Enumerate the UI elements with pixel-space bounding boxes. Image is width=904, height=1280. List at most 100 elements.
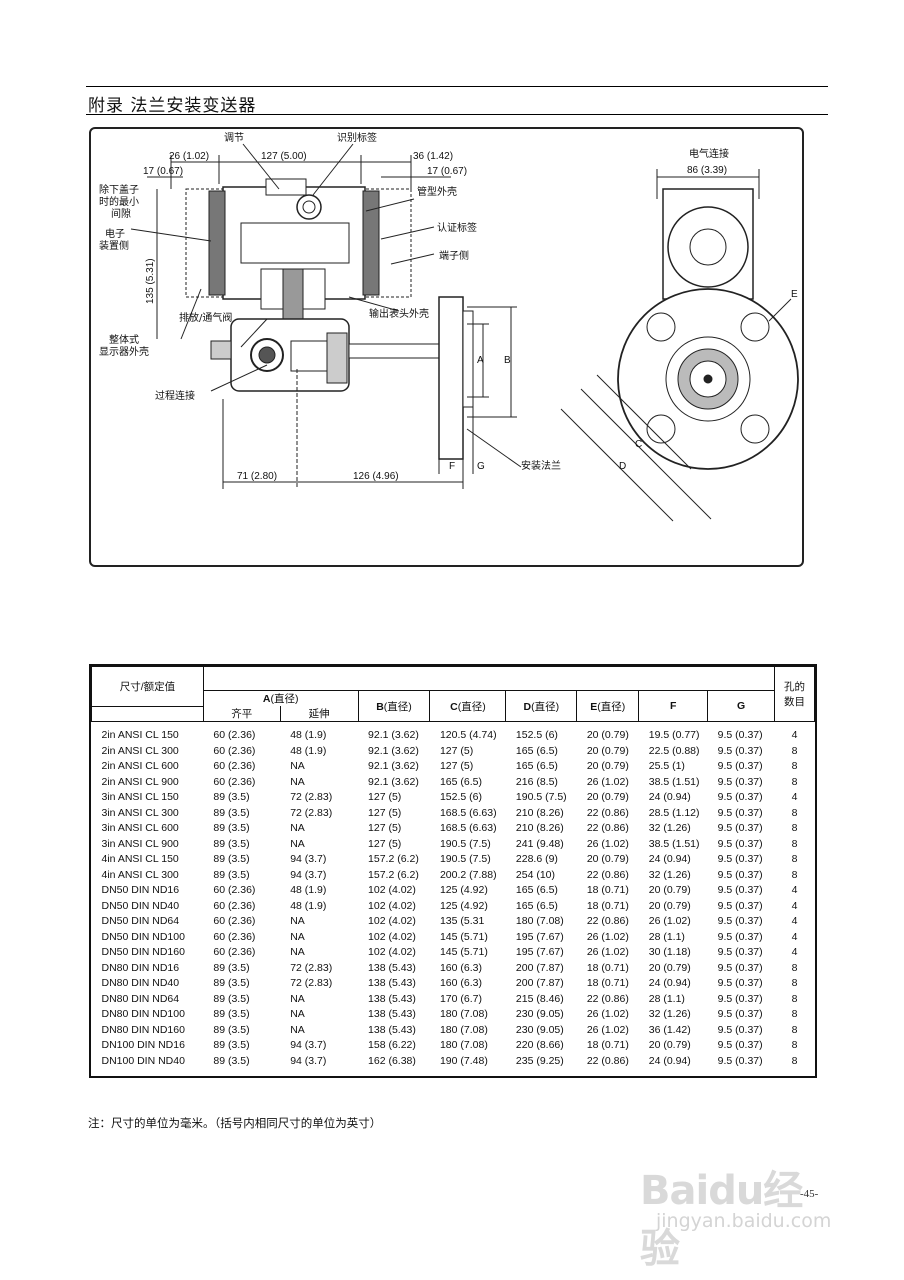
label-cover-2: 时的最小 [99, 195, 139, 208]
table-cell: 160 (6.3) [439, 977, 482, 990]
table-cell: 26 (1.02) [586, 1023, 629, 1036]
table-cell: DN100 DIN ND40 [101, 1054, 185, 1067]
table-cell: 20 (0.79) [648, 899, 691, 912]
table-cell: DN50 DIN ND40 [101, 899, 180, 912]
table-cell: 60 (2.36) [213, 729, 256, 742]
table-cell: 22 (0.86) [586, 868, 629, 881]
table-cell: 89 (3.5) [213, 853, 250, 866]
table-cell: 230 (9.05) [515, 1008, 564, 1021]
table-cell: 160 (6.3) [439, 961, 482, 974]
table-cell: 22.5 (0.88) [648, 744, 700, 757]
label-cover-1: 除下盖子 [99, 183, 139, 196]
table-cell: 89 (3.5) [213, 806, 250, 819]
table-cell: 26 (1.02) [648, 915, 691, 928]
table-cell: 102 (4.02) [368, 946, 416, 959]
table-cell: 18 (0.71) [586, 977, 629, 990]
table-cell: 26 (1.02) [586, 837, 629, 850]
table-cell: 92.1 (3.62) [368, 760, 419, 773]
table-cell: NA [290, 837, 305, 850]
table-cell: 89 (3.5) [213, 1023, 250, 1036]
table-cell: 9.5 (0.37) [717, 822, 763, 835]
table-cell: 3in ANSI CL 300 [101, 806, 179, 819]
table-cell: 60 (2.36) [213, 884, 256, 897]
table-cell: 145 (5.71) [439, 946, 488, 959]
label-id-tag: 识别标签 [337, 131, 377, 144]
table-cell: 18 (0.71) [586, 961, 629, 974]
table-cell: 3in ANSI CL 150 [101, 791, 179, 804]
header-flat: 齐平 [202, 706, 281, 722]
header-rule-top [86, 86, 828, 87]
table-cell: 89 (3.5) [213, 837, 250, 850]
table-cell: 9.5 (0.37) [717, 961, 763, 974]
table-cell: 165 (6.5) [515, 884, 558, 897]
dim-26: 26 (1.02) [169, 151, 209, 162]
table-cell: 210 (8.26) [515, 806, 564, 819]
table-cell: 168.5 (6.63) [439, 806, 497, 819]
table-cell: 145 (5.71) [439, 930, 488, 943]
table-cell: DN80 DIN ND64 [101, 992, 180, 1005]
table-cell: NA [290, 992, 305, 1005]
table-cell: 48 (1.9) [290, 744, 327, 757]
table-cell: 38.5 (1.51) [648, 837, 700, 850]
label-flange: 安装法兰 [521, 459, 561, 472]
table-cell: 60 (2.36) [213, 760, 256, 773]
table-cell: 235 (9.25) [515, 1054, 564, 1067]
dim-17-left: 17 (0.67) [143, 166, 183, 177]
page-number: -45- [800, 1188, 819, 1200]
table-cell: 32 (1.26) [648, 822, 691, 835]
table-cell: 60 (2.36) [213, 775, 256, 788]
table-cell: 8 [791, 868, 798, 881]
table-cell: 228.6 (9) [515, 853, 558, 866]
header-holes: 孔的数目 [774, 666, 815, 722]
table-cell: 92.1 (3.62) [368, 729, 419, 742]
table-cell: 22 (0.86) [586, 1054, 629, 1067]
table-cell: 8 [791, 744, 798, 757]
table-cell: 89 (3.5) [213, 1008, 250, 1021]
label-adjust: 调节 [224, 132, 244, 144]
table-cell: 20 (0.79) [586, 853, 629, 866]
table-cell: DN80 DIN ND100 [101, 1008, 185, 1021]
table-cell: 8 [791, 992, 798, 1005]
label-cover-3: 间隙 [111, 207, 131, 220]
table-cell: NA [290, 1008, 305, 1021]
table-cell: 94 (3.7) [290, 1054, 327, 1067]
table-cell: 8 [791, 853, 798, 866]
table-cell: 9.5 (0.37) [717, 806, 763, 819]
table-cell: 36 (1.42) [648, 1023, 691, 1036]
table-cell: 190.5 (7.5) [439, 837, 491, 850]
table-cell: 152.5 (6) [515, 729, 558, 742]
table-cell: 125 (4.92) [439, 899, 488, 912]
table-cell: NA [290, 822, 305, 835]
table-cell: 3in ANSI CL 900 [101, 837, 179, 850]
table-cell: 4in ANSI CL 300 [101, 868, 179, 881]
table-cell: 32 (1.26) [648, 868, 691, 881]
table-cell: 8 [791, 822, 798, 835]
label-drain: 排放/通气阀 [179, 311, 232, 324]
table-cell: 48 (1.9) [290, 899, 327, 912]
header-F: F [638, 690, 709, 722]
drawing-svg: 26 (1.02) 127 (5.00) 36 (1.42) 17 (0.67)… [99, 131, 799, 522]
table-cell: 9.5 (0.37) [717, 729, 763, 742]
table-cell: 162 (6.38) [368, 1054, 416, 1067]
table-cell: DN50 DIN ND16 [101, 884, 180, 897]
header-D: D(直径) [505, 690, 578, 722]
table-cell: 220 (8.66) [515, 1039, 564, 1052]
table-cell: 94 (3.7) [290, 1039, 327, 1052]
footnote: 注：尺寸的单位为毫米。（括号内相同尺寸的单位为英寸） [88, 1116, 382, 1130]
table-cell: 168.5 (6.63) [439, 822, 497, 835]
table-cell: 195 (7.67) [515, 946, 564, 959]
table-cell: 4 [791, 729, 798, 742]
dim-71: 71 (2.80) [237, 471, 277, 482]
table-cell: 72 (2.83) [290, 977, 333, 990]
table-cell: 60 (2.36) [213, 946, 256, 959]
dim-86: 86 (3.39) [687, 165, 727, 176]
table-cell: 25.5 (1) [648, 760, 685, 773]
table-cell: 9.5 (0.37) [717, 946, 763, 959]
label-G: G [477, 461, 485, 472]
table-cell: 9.5 (0.37) [717, 992, 763, 1005]
header-ext: 延伸 [279, 706, 359, 722]
